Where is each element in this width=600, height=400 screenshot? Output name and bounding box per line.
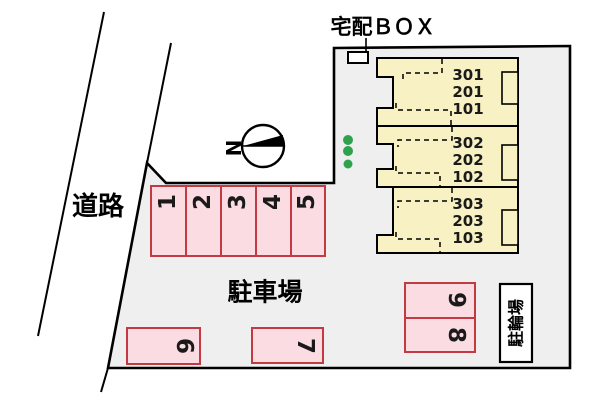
stall-outline <box>290 185 326 257</box>
stall-number: 4 <box>260 194 286 210</box>
parking-stall-6: 6 <box>126 327 201 365</box>
stall-number: 5 <box>294 194 320 210</box>
stall-number: 3 <box>225 194 251 210</box>
delivery-box <box>347 51 369 64</box>
road-line-right-lower <box>100 367 109 393</box>
room-number: 203 <box>452 212 483 230</box>
stall-outline <box>126 327 201 365</box>
parking-stall-1: 1 <box>150 185 187 257</box>
bicycle-parking-label: 駐輪場 <box>507 299 526 347</box>
parking-stall-8: 8 <box>404 317 476 353</box>
stall-number: 1 <box>155 194 181 210</box>
shrub-dots <box>343 135 353 169</box>
stall-number: 6 <box>171 338 197 354</box>
room-number: 102 <box>452 168 483 186</box>
delivery-box-group: 宅配ＢＯＸ <box>331 15 436 64</box>
bicycle-parking: 駐輪場 <box>498 282 534 364</box>
building-unit-2: 302 202 102 <box>376 125 519 188</box>
building-unit-1: 301 201 101 <box>376 57 519 127</box>
north-label: N <box>222 140 246 157</box>
building-unit-3: 303 203 103 <box>376 186 519 254</box>
stall-outline <box>404 317 476 353</box>
road-line-left <box>37 11 105 337</box>
parking-stall-4: 4 <box>255 185 292 257</box>
room-number: 103 <box>452 229 483 247</box>
parking-lot-label: 駐車場 <box>227 278 302 307</box>
room-number: 303 <box>452 195 483 213</box>
parking-stall-9: 9 <box>404 282 476 319</box>
parking-row-1-5: 1 2 3 4 5 <box>150 185 326 257</box>
parking-stall-7: 7 <box>251 327 324 364</box>
entry-dashed-line <box>395 188 453 253</box>
room-number: 302 <box>452 134 483 152</box>
room-number: 301 <box>452 66 483 84</box>
shrub-dot <box>343 146 353 156</box>
road-line-right-upper <box>146 42 172 164</box>
stall-number: 7 <box>292 338 318 354</box>
building-unit-outline <box>376 186 519 254</box>
balcony <box>501 71 519 105</box>
stall-number: 2 <box>190 194 216 210</box>
stall-number: 9 <box>443 292 469 308</box>
room-number: 201 <box>452 83 483 101</box>
room-number: 202 <box>452 151 483 169</box>
building-unit-outline <box>376 125 519 188</box>
parking-stall-3: 3 <box>220 185 257 257</box>
building-unit-outline <box>376 57 519 127</box>
entry-dashed-line <box>395 127 453 187</box>
delivery-box-label: 宅配ＢＯＸ <box>331 15 436 39</box>
compass: N <box>222 123 286 169</box>
bicycle-parking-box <box>498 282 534 364</box>
balcony <box>501 209 519 246</box>
shrub-dot <box>343 135 353 145</box>
parking-stall-5: 5 <box>290 185 326 257</box>
compass-needle <box>243 135 283 146</box>
parking-stall-2: 2 <box>185 185 222 257</box>
stall-outline <box>255 185 292 257</box>
stall-outline <box>251 327 324 364</box>
road-label: 道路 <box>72 191 125 222</box>
room-number: 101 <box>452 100 483 118</box>
shrub-dot <box>343 159 353 169</box>
balcony <box>501 144 519 181</box>
stall-number: 8 <box>443 327 469 343</box>
entry-dashed-line <box>395 59 452 126</box>
stall-outline <box>404 282 476 319</box>
